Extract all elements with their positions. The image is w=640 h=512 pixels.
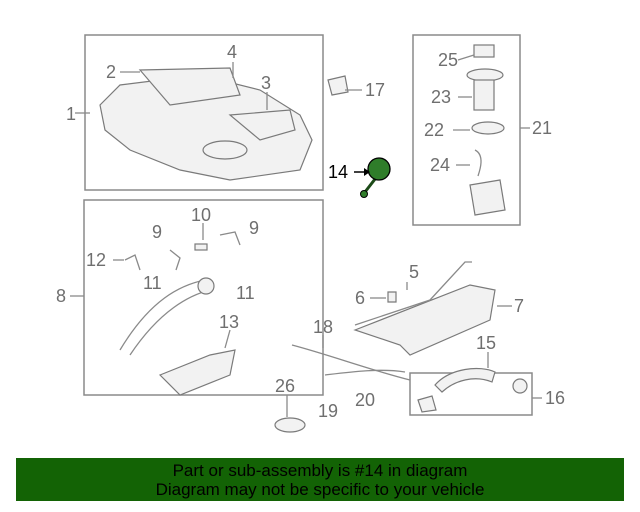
seal-part[interactable] — [274, 417, 306, 433]
filter-part[interactable] — [474, 149, 482, 177]
callout-23: 23 — [431, 87, 451, 107]
callout-15: 15 — [476, 333, 496, 353]
heat-shield-part[interactable] — [158, 349, 236, 396]
hose-15-part[interactable] — [434, 367, 496, 393]
callout-11-left: 11 — [143, 273, 162, 293]
callout-5: 5 — [409, 262, 419, 282]
protector-part[interactable] — [353, 284, 496, 356]
pump-cover-part[interactable] — [473, 44, 495, 58]
callout-8: 8 — [56, 286, 66, 306]
callout-22: 22 — [424, 120, 444, 140]
callout-18: 18 — [313, 317, 333, 337]
fuel-pump-part[interactable] — [466, 68, 504, 111]
callout-26: 26 — [275, 376, 295, 396]
callout-21: 21 — [532, 118, 552, 138]
notice-line-1: Part or sub-assembly is #14 in diagram — [172, 461, 468, 480]
callout-3: 3 — [261, 73, 271, 93]
clamp-part[interactable] — [512, 378, 528, 394]
callout-7: 7 — [514, 296, 524, 316]
hose-part[interactable] — [124, 254, 141, 271]
fuel-pump-group-box — [412, 34, 521, 226]
callout-20: 20 — [355, 390, 375, 410]
filler-pipe-part[interactable] — [119, 279, 206, 351]
notice-line-2: Diagram may not be specific to your vehi… — [155, 480, 485, 499]
callout-11-right: 11 — [236, 283, 255, 303]
bolt-part[interactable] — [387, 291, 397, 303]
callout-13: 13 — [219, 312, 239, 332]
notice-banner: Part or sub-assembly is #14 in diagram D… — [16, 458, 624, 501]
callout-25: 25 — [438, 50, 458, 70]
callout-9-right: 9 — [249, 218, 259, 238]
callout-19: 19 — [318, 401, 338, 421]
fuel-cap-part-highlighted[interactable] — [354, 157, 391, 198]
grommet-part[interactable] — [327, 75, 349, 96]
callout-12: 12 — [86, 250, 106, 270]
callout-9-left: 9 — [152, 222, 162, 242]
pump-module-part[interactable] — [469, 179, 506, 216]
callout-6: 6 — [355, 288, 365, 308]
callout-24: 24 — [430, 155, 450, 175]
leader-lines — [70, 54, 542, 417]
callout-4: 4 — [227, 42, 237, 62]
fuel-tank-part[interactable] — [99, 67, 313, 181]
callout-16: 16 — [545, 388, 565, 408]
callout-2: 2 — [106, 62, 116, 82]
bracket-part[interactable] — [354, 261, 472, 326]
callout-14-highlighted[interactable]: 14 — [328, 162, 348, 182]
callout-17: 17 — [365, 80, 385, 100]
filler-pipe-group-box — [83, 199, 324, 396]
callout-1: 1 — [66, 104, 76, 124]
callout-10: 10 — [191, 205, 211, 225]
gasket-part[interactable] — [471, 121, 505, 135]
tube-part[interactable] — [291, 344, 411, 381]
